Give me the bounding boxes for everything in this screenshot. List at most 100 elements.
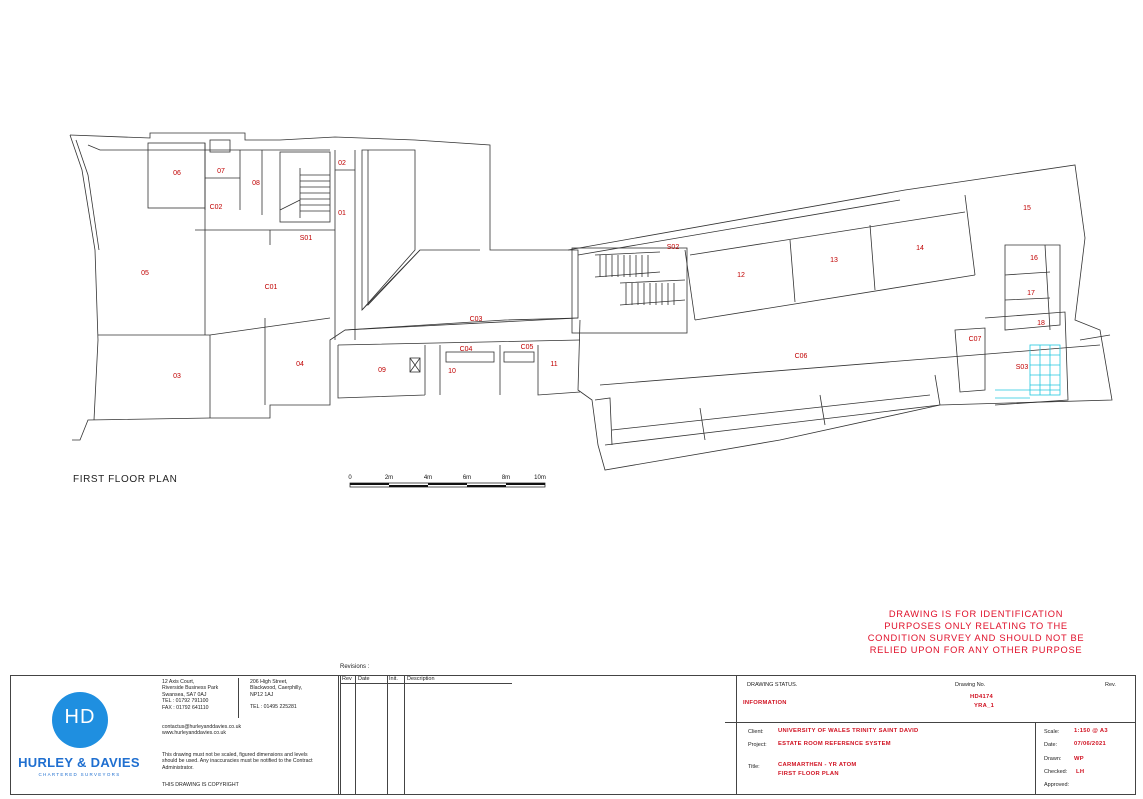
revisions-label: Revisions :: [340, 664, 370, 670]
room-label-c04: C04: [460, 346, 473, 353]
room-label-01: 01: [338, 210, 346, 217]
room-label-c02: C02: [210, 204, 223, 211]
approved-label: Approved:: [1044, 782, 1070, 788]
rev-rule: [340, 683, 512, 684]
room-label-15: 15: [1023, 205, 1031, 212]
scale-tick-2m: 2m: [385, 475, 393, 481]
room-label-09: 09: [378, 367, 386, 374]
rev-col: [404, 675, 405, 795]
room-label-14: 14: [916, 245, 924, 252]
status-value: INFORMATION: [743, 700, 787, 706]
logo-badge: [52, 692, 108, 748]
client-value: UNIVERSITY OF WALES TRINITY SAINT DAVID: [778, 728, 919, 734]
tb-divider: [338, 676, 339, 794]
scale-tick-4m: 4m: [424, 475, 432, 481]
scale-value: 1:150 @ A3: [1074, 728, 1108, 734]
tb-divider: [736, 676, 737, 794]
room-label-03: 03: [173, 373, 181, 380]
disclaimer-line: This drawing must not be scaled, figured…: [162, 752, 308, 758]
room-label-16: 16: [1030, 255, 1038, 262]
room-label-17: 17: [1027, 290, 1035, 297]
room-label-07: 07: [217, 168, 225, 175]
address-line: 206 High Street,: [250, 679, 288, 685]
room-label-s03: S03: [1016, 364, 1029, 371]
logo-monogram: HD: [64, 706, 96, 728]
drawing-no-value: HD4174: [970, 694, 994, 700]
warning-line: DRAWING IS FOR IDENTIFICATION: [888, 609, 1064, 619]
address-line: TEL : 01792 791100: [162, 698, 209, 705]
room-label-c05: C05: [521, 344, 534, 351]
identification-warning: DRAWING IS FOR IDENTIFICATION PURPOSES O…: [858, 608, 1094, 656]
status-label: DRAWING STATUS.: [747, 682, 798, 688]
room-label-s01: S01: [300, 235, 313, 242]
room-label-04: 04: [296, 361, 304, 368]
room-label-11: 11: [550, 361, 557, 368]
address-line: FAX : 01792 641110: [162, 704, 209, 711]
date-value: 07/06/2021: [1074, 741, 1107, 747]
drawing-no-label: Drawing No.: [955, 682, 986, 688]
title-block: [10, 675, 1136, 795]
client-label: Client:: [748, 729, 764, 735]
rev-col-init: Init.: [389, 676, 398, 682]
floor-plan: 06 07 08 02 C02 01 S01 05 C01 03 04 C03 …: [69, 132, 1113, 488]
scale-tick-6m: 6m: [463, 475, 471, 481]
room-label-10: 10: [448, 368, 456, 375]
room-label-c07: C07: [969, 336, 982, 343]
room-label-18: 18: [1037, 320, 1045, 327]
room-label-c03: C03: [470, 316, 483, 323]
rev-col-description: Description: [407, 676, 435, 682]
rev-col: [355, 675, 356, 795]
title-value-site: CARMARTHEN - YR ATOM: [778, 762, 857, 768]
plan-title: FIRST FLOOR PLAN: [73, 474, 178, 485]
room-label-s02: S02: [667, 244, 680, 251]
checked-value: LH: [1076, 769, 1085, 775]
room-label-c01: C01: [265, 284, 278, 291]
tb-divider-h: [725, 722, 1136, 723]
date-label: Date:: [1044, 742, 1058, 748]
disclaimer-line: should be used. Any inaccuracies must be…: [162, 758, 313, 765]
project-value: ESTATE ROOM REFERENCE SYSTEM: [778, 741, 891, 747]
warning-line: RELIED UPON FOR ANY OTHER PURPOSE: [869, 645, 1083, 655]
address-line: Riverside Business Park: [162, 685, 219, 692]
contact-email: contactus@hurleyanddavies.co.uk: [162, 724, 242, 730]
scale-tick-10m: 10m: [534, 475, 546, 481]
logo-subtitle: CHARTERED SURVEYORS: [38, 772, 121, 777]
room-label-12: 12: [737, 272, 745, 279]
rev-col: [387, 675, 388, 795]
contact-website: www.hurleyanddavies.co.uk: [162, 730, 227, 737]
address-line: Swansea, SA7 0AJ: [162, 691, 207, 698]
scaling-disclaimer: This drawing must not be scaled, figured…: [162, 752, 313, 771]
address-divider: [238, 678, 239, 718]
room-labels: 06 07 08 02 C02 01 S01 05 C01 03 04 C03 …: [141, 160, 1045, 380]
rev-col-date: Date: [358, 676, 370, 682]
address-line: NP12 1AJ: [250, 691, 274, 698]
drawn-label: Drawn:: [1044, 756, 1062, 762]
address-line: Blackwood, Caerphilly,: [250, 685, 303, 692]
room-label-13: 13: [830, 257, 838, 264]
room-label-c06: C06: [795, 353, 808, 360]
address-line: TEL : 01495 225281: [250, 704, 297, 711]
office-address-swansea: 12 Axis Court, Riverside Business Park S…: [162, 679, 218, 711]
title-label: Title:: [748, 764, 760, 770]
drawing-no-suffix: YRA_1: [974, 703, 995, 709]
plan-walls: [69, 132, 1113, 471]
scale-bar: 0 2m 4m 6m 8m 10m: [348, 475, 546, 488]
disclaimer-line: Administrator.: [162, 764, 194, 771]
room-label-06: 06: [173, 170, 181, 177]
scale-tick-0: 0: [348, 475, 352, 481]
stair-s03: [995, 344, 1061, 399]
address-line: 12 Axis Court,: [162, 679, 195, 685]
drawn-value: WP: [1074, 756, 1084, 762]
scale-label: Scale:: [1044, 729, 1060, 735]
rev-col: [340, 675, 341, 795]
room-label-05: 05: [141, 270, 149, 277]
rev-label: Rev.: [1105, 682, 1116, 688]
warning-line: PURPOSES ONLY RELATING TO THE: [884, 621, 1068, 631]
office-address-blackwood: 206 High Street, Blackwood, Caerphilly, …: [250, 679, 302, 711]
checked-label: Checked:: [1044, 769, 1068, 775]
copyright-notice: THIS DRAWING IS COPYRIGHT: [162, 782, 239, 788]
rev-rule: [340, 675, 512, 676]
room-label-08: 08: [252, 180, 260, 187]
tb-divider-v: [1035, 722, 1036, 795]
